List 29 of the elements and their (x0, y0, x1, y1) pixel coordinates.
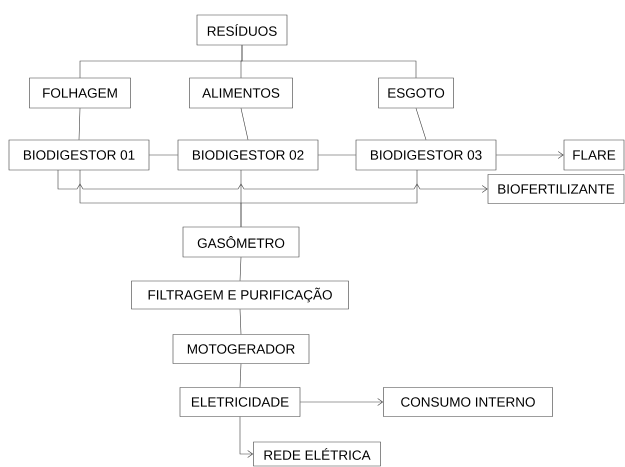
process-box: RESÍDUOS (196, 14, 288, 46)
process-box: BIOFERTILIZANTE (488, 174, 624, 204)
connector-line (240, 108, 248, 140)
connector-line (318, 154, 356, 156)
connector-line (149, 154, 178, 156)
process-box: REDE ELÉTRICA (253, 442, 381, 466)
process-box: CONSUMO INTERNO (383, 387, 553, 417)
process-box: GASÔMETRO (182, 226, 300, 258)
connector-line (416, 108, 426, 140)
process-box: BIODIGESTOR 01 (8, 140, 150, 170)
connector-line (240, 257, 242, 281)
arrow (300, 398, 384, 406)
process-box: FILTRAGEM E PURIFICAÇÃO (131, 280, 349, 310)
connector-line (78, 108, 80, 140)
connector-line (240, 309, 242, 334)
process-box: FOLHAGEM (29, 78, 131, 108)
connector-line (242, 45, 416, 78)
process-box: BIODIGESTOR 03 (356, 140, 496, 170)
process-box: BIODIGESTOR 02 (178, 140, 318, 170)
process-box: ESGOTO (378, 78, 454, 108)
process-box: ALIMENTOS (189, 78, 293, 108)
connector-line (240, 364, 242, 388)
arrow (58, 170, 488, 193)
process-box: MOTOGERADOR (172, 334, 310, 364)
connector-line (240, 170, 418, 227)
process-box: FLARE (564, 140, 624, 170)
arrow (496, 151, 564, 159)
arrow (240, 416, 254, 458)
process-box: ELETRICIDADE (180, 387, 300, 417)
